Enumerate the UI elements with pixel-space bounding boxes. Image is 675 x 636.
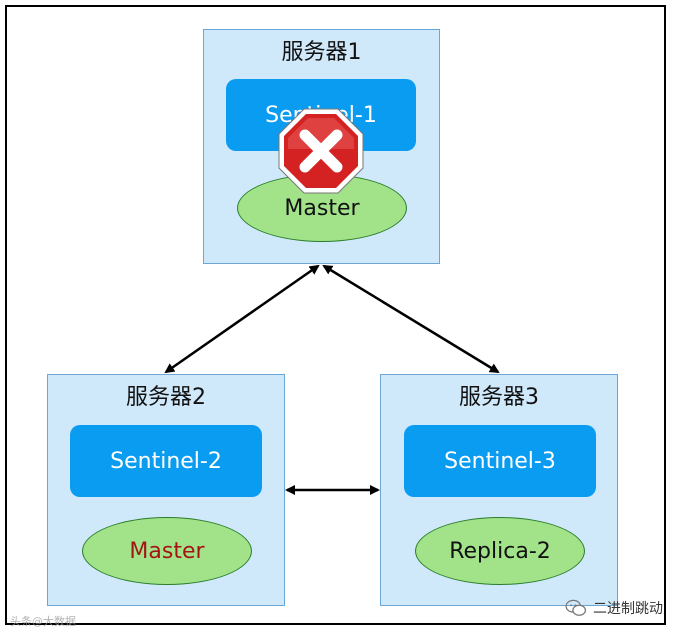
sentinel-3-box: Sentinel-3 xyxy=(404,425,596,497)
watermark-left: 头条@大数据 xyxy=(10,615,76,628)
wechat-icon xyxy=(565,599,587,616)
watermark-right-text: 二进制跳动 xyxy=(593,601,663,617)
server-2-master-node: Master xyxy=(82,517,252,585)
error-x-octagon-icon xyxy=(278,108,364,194)
sentinel-2-box: Sentinel-2 xyxy=(70,425,262,497)
server-3-box: 服务器3 Sentinel-3 Replica-2 xyxy=(380,374,618,606)
watermark-right: 二进制跳动 xyxy=(565,598,663,618)
server-3-replica-node: Replica-2 xyxy=(415,517,585,585)
server-3-title: 服务器3 xyxy=(459,385,539,410)
server-2-box: 服务器2 Sentinel-2 Master xyxy=(47,374,285,606)
server-1-title: 服务器1 xyxy=(281,40,362,65)
arrow-server1-server2 xyxy=(164,264,320,374)
server-2-title: 服务器2 xyxy=(126,385,206,410)
arrow-server1-server3 xyxy=(322,264,500,374)
